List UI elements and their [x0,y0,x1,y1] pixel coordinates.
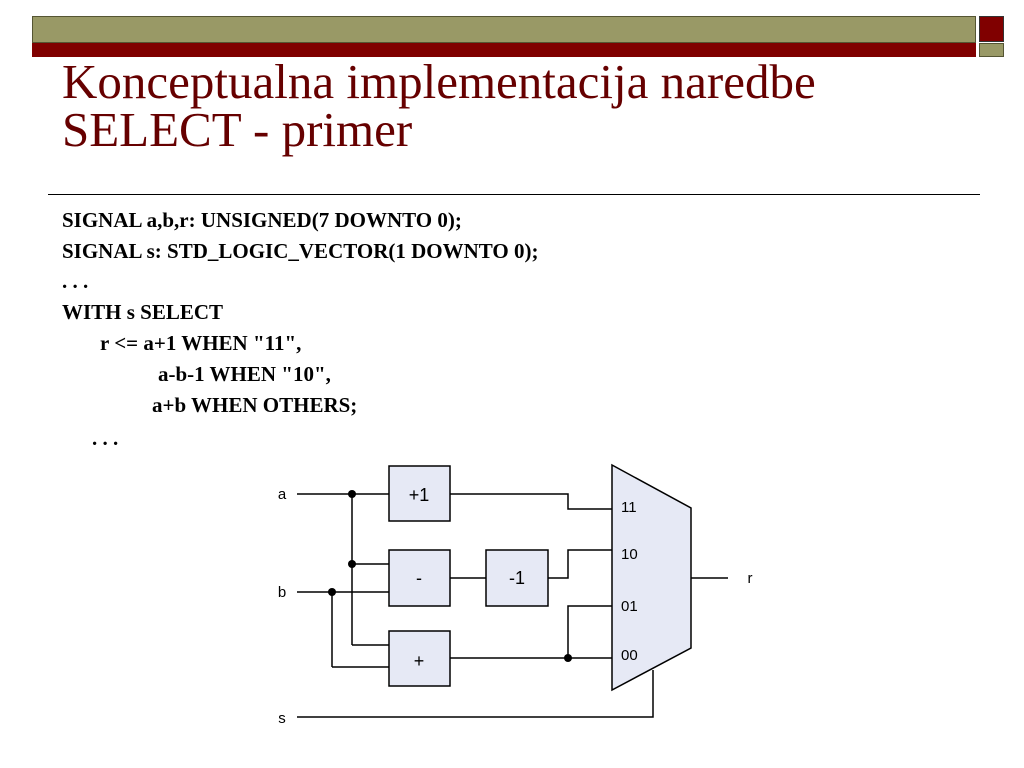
code-line-7: a+b WHEN OTHERS; [152,393,358,417]
input-b-label: b [278,584,286,601]
adder-block [388,630,451,687]
code-line-3: . . . [62,269,89,293]
input-s-label: s [278,710,286,727]
mux-input-10: 10 [621,546,638,563]
block-plus1-label: +1 [409,485,430,505]
corner-square-olive [979,43,1004,57]
header-bar-olive [32,16,976,43]
code-line-5: r <= a+1 WHEN "11", [100,331,302,355]
wires [297,493,728,718]
output-r-label: r [748,570,753,587]
subtractor-block [388,549,451,607]
title-line-2: SELECT - primer [62,102,413,157]
code-line-6: a-b-1 WHEN "10", [158,362,331,386]
mux-input-00: 00 [621,647,638,664]
mux-input-01: 01 [621,598,638,615]
title-line-1: Konceptualna implementacija naredbe [62,54,816,109]
code-line-4: WITH s SELECT [62,300,224,324]
corner-square-maroon [979,16,1004,42]
code-line-8: . . . [92,426,119,450]
multiplexer [611,463,692,692]
input-a-label: a [278,486,287,503]
mux-input-11: 11 [621,499,637,516]
code-line-1: SIGNAL a,b,r: UNSIGNED(7 DOWNTO 0); [62,208,462,232]
header-bar-maroon [32,43,976,57]
block-minus-label: - [416,568,422,588]
title-divider [48,194,980,195]
block-plus-label: + [414,651,425,671]
adder-plus1-block [388,465,451,522]
junction-dots [328,490,572,662]
block-minus1-label: -1 [509,568,525,588]
code-line-2: SIGNAL s: STD_LOGIC_VECTOR(1 DOWNTO 0); [62,239,539,263]
decrement-block [485,549,549,607]
slide-title: Konceptualna implementacija naredbe SELE… [62,54,982,157]
